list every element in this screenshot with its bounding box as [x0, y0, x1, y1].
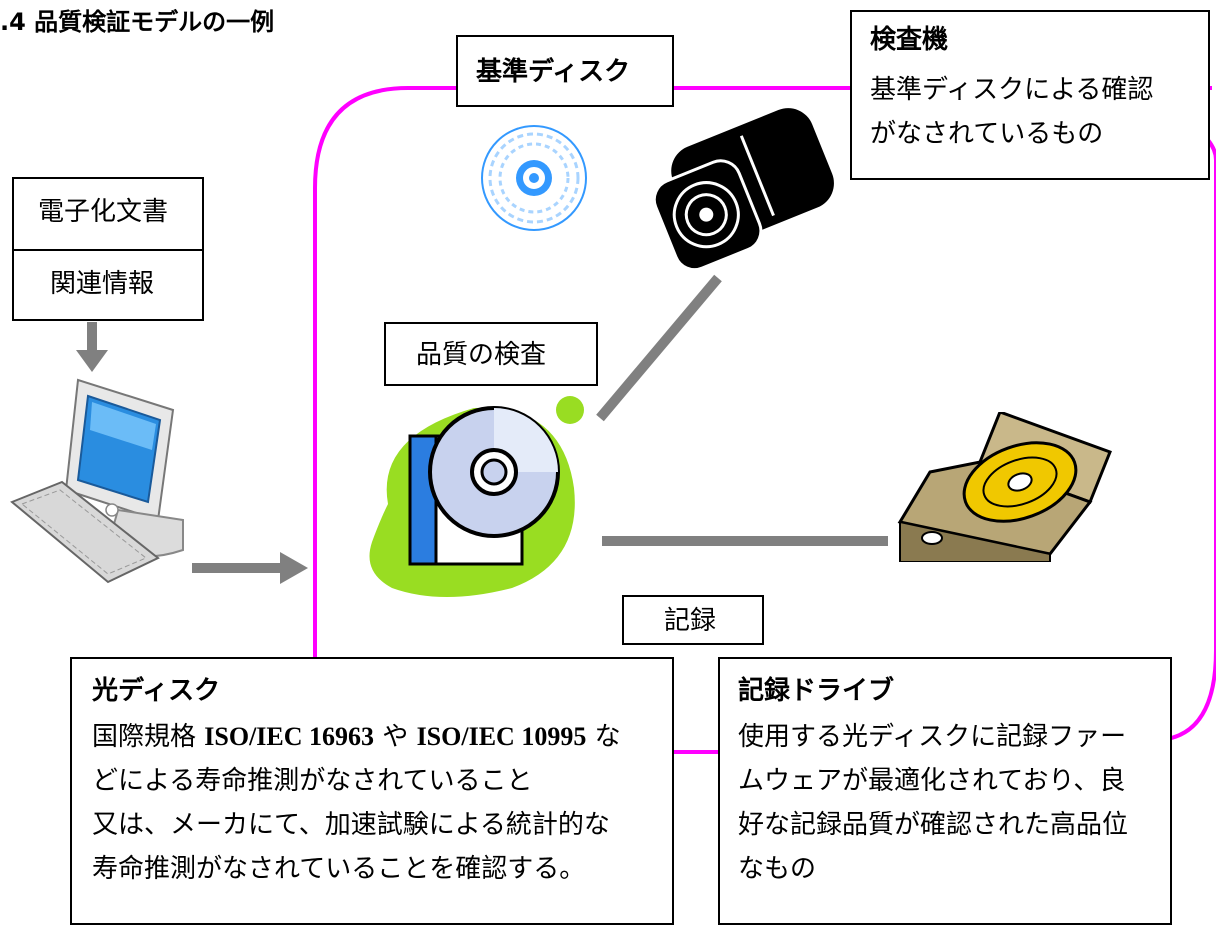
inspector-heading: 検査機: [870, 25, 949, 55]
inspector-box: 検査機 基準ディスクによる確認 がなされているもの: [850, 10, 1210, 180]
optical-disc-line-2: どによる寿命推測がなされていること: [92, 766, 533, 796]
document-label: 電子化文書: [38, 197, 169, 227]
record-label: 記録: [664, 606, 717, 636]
related-info-label: 関連情報: [50, 269, 155, 299]
reference-disc-label: 基準ディスク: [476, 57, 631, 87]
optical-disc-line-3: 又は、メーカにて、加速試験による統計的な: [92, 810, 610, 840]
inspection-machine-icon: [652, 108, 834, 270]
document-divider: [14, 249, 202, 251]
drive-line-2: ムウェアが最適化されており、良: [738, 766, 1126, 796]
connector-to-inspector: [596, 274, 722, 422]
quality-check-label: 品質の検査: [416, 340, 547, 370]
optical-disc-box: 光ディスク 国際規格 ISO/IEC 16963 や ISO/IEC 10995…: [70, 657, 674, 925]
drive-line-1: 使用する光ディスクに記録ファー: [738, 722, 1127, 752]
drive-line-3: 好な記録品質が確認された高品位: [738, 810, 1129, 840]
figure-title: .4 品質検証モデルの一例: [0, 8, 275, 36]
inspector-line-1: 基準ディスクによる確認: [870, 75, 1154, 105]
drive-line-4: なもの: [738, 854, 817, 884]
arrow-down-head: [76, 350, 108, 372]
magenta-loop: [313, 86, 1212, 660]
inspector-line-2: がなされているもの: [870, 119, 1104, 149]
optical-disc-heading: 光ディスク: [92, 676, 221, 706]
optical-disc-line-1: 国際規格 ISO/IEC 16963 や ISO/IEC 10995 な: [92, 722, 621, 752]
record-label-box: 記録: [622, 595, 764, 645]
document-box: 電子化文書 関連情報: [12, 177, 204, 321]
optical-disc-line-4: 寿命推測がなされていることを確認する。: [92, 854, 586, 884]
drive-box: 記録ドライブ 使用する光ディスクに記録ファー ムウェアが最適化されており、良 好…: [718, 657, 1172, 925]
optical-disc-icon: [369, 396, 584, 597]
drive-heading: 記録ドライブ: [738, 676, 895, 706]
disc-drive-icon: [897, 412, 1112, 562]
reference-disc-icon: [481, 125, 587, 231]
quality-check-label-box: 品質の検査: [384, 322, 598, 386]
reference-disc-label-box: 基準ディスク: [456, 35, 674, 107]
computer-icon: [10, 378, 184, 584]
arrow-right-head: [280, 552, 308, 584]
magenta-loop-right: [1159, 138, 1216, 742]
